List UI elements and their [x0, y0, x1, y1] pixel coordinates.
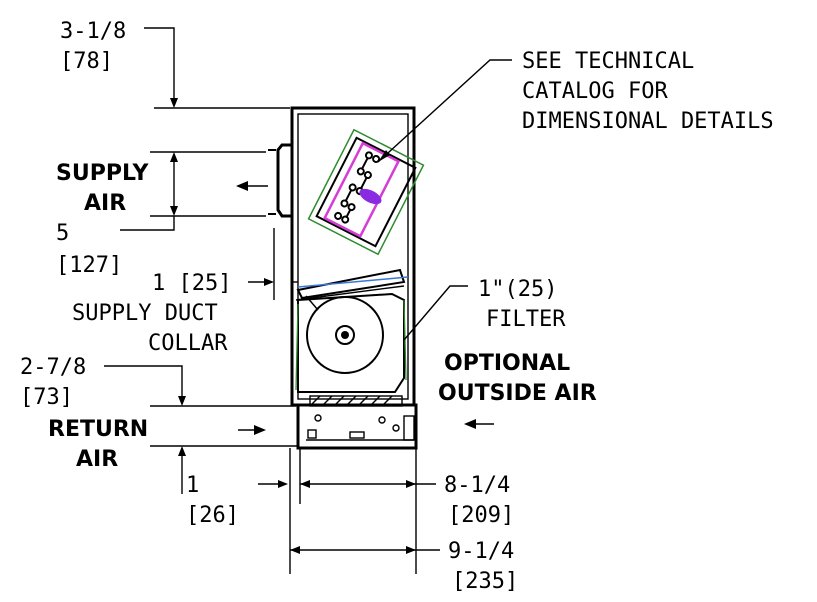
dim-top-offset-in: 3-1/8	[60, 19, 126, 44]
dim-bottom-offset-mm: [26]	[186, 503, 239, 528]
optional-air-line-1: OPTIONAL	[444, 351, 570, 376]
return-air-label: RETURN AIR	[48, 417, 266, 472]
return-air-line-2: AIR	[76, 447, 118, 472]
dim-supply-collar-label-1: SUPPLY DUCT	[72, 301, 218, 326]
dim-overall-width: 9-1/4 [235]	[290, 539, 518, 594]
outside-air-arrowhead	[464, 419, 476, 429]
dim-bottom-offset-in: 1	[186, 473, 199, 498]
supply-air-label: SUPPLY AIR	[56, 161, 268, 216]
dim-overall-width-mm: [235]	[452, 569, 518, 594]
dim-inner-width: 8-1/4 [209]	[300, 473, 514, 528]
dim-top-offset: 3-1/8 [78]	[60, 19, 290, 109]
return-arrowhead	[254, 425, 266, 435]
supply-arrowhead	[236, 181, 248, 191]
dim-supply-height-mm: [127]	[56, 253, 122, 278]
supply-duct-collar	[268, 143, 292, 218]
supply-air-line-2: AIR	[84, 191, 126, 216]
dim-bottom-offset: 1 [26]	[150, 445, 298, 528]
cabinet-outline	[290, 106, 418, 450]
dim-supply-height: 5 [127]	[56, 151, 266, 278]
dim-supply-height-in: 5	[56, 221, 69, 246]
filter-callout: 1"(25) FILTER	[403, 277, 566, 341]
dim-inner-width-in: 8-1/4	[444, 473, 510, 498]
drain-pan	[295, 268, 409, 301]
filter-label: FILTER	[486, 307, 566, 332]
coil-assembly	[307, 128, 425, 256]
callout-line-3: DIMENSIONAL DETAILS	[522, 109, 774, 134]
dim-top-offset-mm: [78]	[60, 49, 113, 74]
dim-return-offset-mm: [73]	[20, 385, 73, 410]
dim-return-offset: 2-7/8 [73]	[20, 355, 296, 410]
supply-air-line-1: SUPPLY	[56, 161, 150, 186]
return-air-line-1: RETURN	[48, 417, 148, 442]
dim-return-offset-in: 2-7/8	[20, 355, 86, 380]
filter-size: 1"(25)	[478, 277, 557, 302]
blower-assembly	[295, 292, 407, 393]
dim-inner-width-mm: [209]	[448, 503, 514, 528]
callout-line-2: CATALOG FOR	[522, 79, 668, 104]
dim-supply-collar: 1 [25] SUPPLY DUCT COLLAR	[72, 228, 298, 356]
dim-supply-collar-value: 1 [25]	[152, 271, 231, 296]
catalog-callout: SEE TECHNICAL CATALOG FOR DIMENSIONAL DE…	[377, 49, 774, 163]
dim-supply-collar-label-2: COLLAR	[148, 331, 228, 356]
dim-overall-width-in: 9-1/4	[448, 539, 514, 564]
return-filter-hatch	[309, 395, 403, 407]
optional-outside-air-label: OPTIONAL OUTSIDE AIR	[438, 351, 597, 429]
callout-line-1: SEE TECHNICAL	[522, 49, 694, 74]
optional-air-line-2: OUTSIDE AIR	[438, 381, 597, 406]
